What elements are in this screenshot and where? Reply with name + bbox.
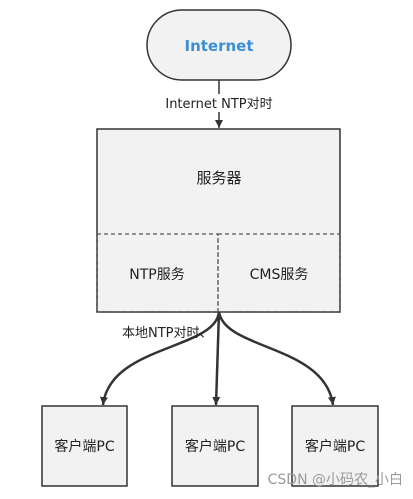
edge-label-background <box>155 94 283 112</box>
client-pc-node <box>171 405 259 487</box>
server-label: 服务器 <box>196 169 241 187</box>
client-pc-node <box>291 405 379 487</box>
client-pc-label: 客户端PC <box>54 438 114 455</box>
server-to-client-2-edge <box>212 311 221 406</box>
ntp-service-label: NTP服务 <box>129 267 184 283</box>
cms-service-label: CMS服务 <box>250 267 309 283</box>
client-pc-label: 客户端PC <box>185 438 245 455</box>
cms-service-box <box>217 233 341 313</box>
server-to-client-3-edge <box>217 311 336 406</box>
edge-internet-label: Internet NTP对时 <box>165 97 272 112</box>
edge-local-label: 本地NTP对时、 <box>122 326 213 341</box>
server-to-client-1-edge <box>99 311 221 406</box>
watermark: CSDN @小码农_小白 <box>268 472 403 488</box>
ntp-service-box <box>96 233 219 313</box>
internet-label: Internet <box>184 37 253 55</box>
client-pc-label: 客户端PC <box>305 438 365 455</box>
client-pc-node <box>41 405 128 487</box>
